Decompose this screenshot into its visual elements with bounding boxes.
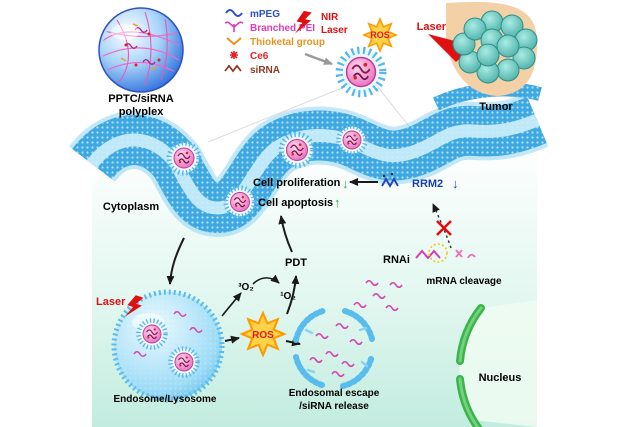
rrm2-down-arrow-icon: ↓: [452, 176, 459, 191]
zoom-line-left: [207, 85, 348, 143]
legend-label-mpeg: mPEG: [250, 9, 280, 20]
endosome-lysosome: [111, 289, 225, 403]
ros-bottom-label: ROS: [252, 330, 274, 341]
mpeg-icon: [225, 9, 243, 17]
triplet-oxygen-label: ³O₂: [238, 282, 254, 293]
rnai-mrna-icon: [415, 249, 441, 260]
legend-label-ce6: Ce6: [250, 51, 269, 62]
legend-label-sirna: siRNA: [250, 65, 280, 76]
nir-arrow: [304, 52, 333, 66]
blocked-red-x-icon: [436, 220, 452, 236]
endosome-laser-label: Laser: [96, 296, 126, 308]
oxygen-conversion-arrow: [252, 274, 280, 285]
proliferation-down-arrow-icon: ↓: [342, 176, 349, 191]
mrna-icon: [381, 172, 399, 188]
rnai-label: RNAi: [383, 254, 410, 266]
ros-top-label: ROS: [370, 30, 390, 40]
escape-label-line1: Endosomal escape: [289, 388, 380, 399]
membrane-polyplex-2: [226, 188, 255, 217]
ce6-icon: [230, 51, 238, 59]
rrm2-label: RRM2: [412, 178, 443, 190]
mrna-cleavage-label: mRNA cleavage: [426, 276, 502, 287]
risc-cut-site-icon: [428, 243, 448, 263]
pdt-to-apoptosis-arrow: [278, 215, 293, 253]
tumor-laser-label: Laser: [417, 21, 447, 33]
polyplex-label-line2: polyplex: [119, 106, 165, 118]
nucleus-label: Nucleus: [479, 372, 522, 384]
broken-endosome: [293, 308, 375, 389]
nir-label-line1: NIR: [321, 12, 339, 23]
internalization-arrow: [166, 237, 185, 285]
endosome-to-oxygen-arrow: [221, 292, 242, 317]
legend-label-thioketal: Thioketal group: [250, 37, 325, 48]
cell-proliferation-label: Cell proliferation: [253, 177, 341, 189]
nucleus-envelope: [456, 304, 485, 427]
nir-label-line2: Laser: [321, 25, 348, 36]
endosome-to-ros-arrow: [224, 335, 240, 344]
escape-label-line2: /siRNA release: [299, 401, 369, 412]
thioketal-icon: [226, 37, 242, 46]
pdt-label: PDT: [285, 257, 307, 269]
singlet-oxygen-label: ¹O₂: [280, 291, 296, 302]
tumor-scene: Laser Tumor: [417, 2, 538, 113]
sirna-icon: [224, 64, 242, 73]
oxygen-to-pdt-arrow: [286, 275, 300, 315]
nucleus-interior: [459, 300, 537, 427]
cleaved-mrna-fragments-icon: [455, 249, 476, 259]
branched-pei-icon: [224, 21, 244, 32]
membrane-polyplex-4: [339, 127, 366, 154]
membrane-polyplex-1: [169, 143, 199, 173]
membrane-polyplex-3: [281, 134, 313, 166]
legend-label-pei: Branched PEI: [250, 23, 315, 34]
endosome-label: Endosome/Lysosome: [114, 394, 217, 405]
irradiated-micelle: [339, 50, 383, 94]
polyplex-label-line1: PPTC/siRNA: [108, 93, 173, 105]
cell-apoptosis-label: Cell apoptosis: [258, 197, 333, 209]
legend: mPEG Branched PEI Thioketal group Ce6 si…: [224, 9, 325, 76]
tumor-label: Tumor: [479, 101, 513, 113]
apoptosis-up-arrow-icon: ↑: [334, 195, 341, 210]
tumor-mass: [452, 10, 538, 84]
ros-to-escape-arrow: [285, 338, 301, 347]
cytoplasm-label: Cytoplasm: [103, 201, 159, 213]
pptc-sirna-polyplex-sphere: [98, 7, 184, 93]
